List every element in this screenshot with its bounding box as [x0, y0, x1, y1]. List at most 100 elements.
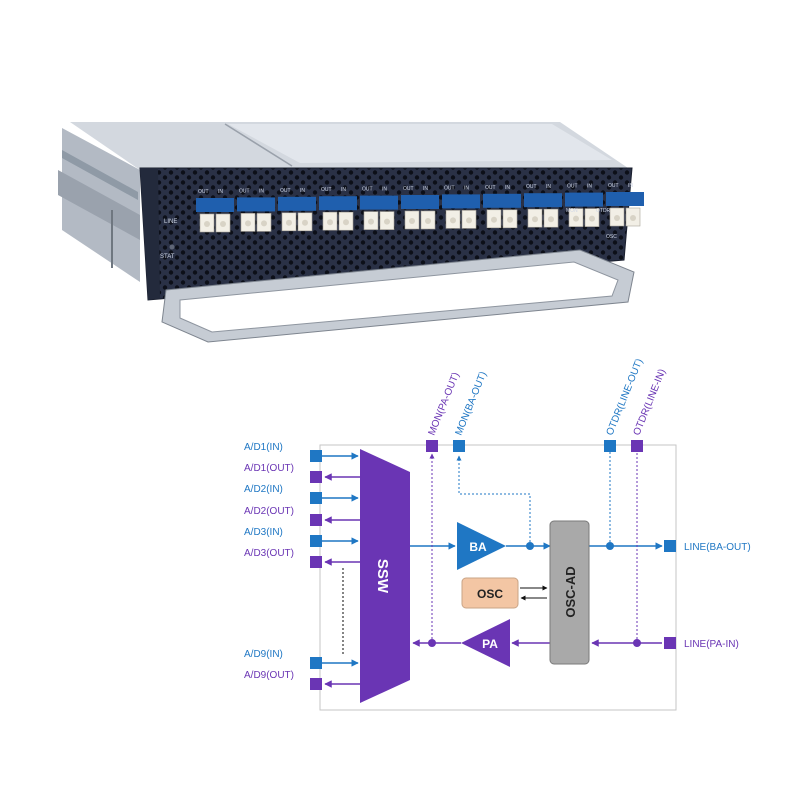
port-pair: OUT IN [524, 184, 562, 228]
side-rail [58, 170, 140, 240]
lc-adapter [442, 194, 480, 209]
left-port: A/D2(IN) [244, 484, 359, 504]
pa-amplifier [461, 619, 510, 667]
port-out-label: OUT [567, 184, 578, 190]
left-port: A/D3(OUT) [244, 548, 362, 568]
lc-adapter [401, 195, 439, 209]
right-label-line-ba-out: LINE(BA-OUT) [684, 542, 751, 553]
left-port-square [310, 678, 322, 690]
osc-block-label: OSC [477, 587, 503, 601]
ba-label: BA [469, 540, 487, 554]
otdr-line-out-port [604, 440, 616, 452]
port-out-label: OUT [321, 187, 332, 193]
port-in-label: IN [218, 189, 223, 195]
port-pair: OUT IN [237, 188, 275, 232]
left-port-square [310, 471, 322, 483]
left-port: A/D9(OUT) [244, 670, 362, 690]
line-label: LINE [164, 219, 177, 225]
port-pair: OUT IN [483, 185, 521, 229]
left-port: A/D1(IN) [244, 442, 359, 462]
port-out-label: OUT [198, 189, 209, 195]
port-in-label: IN [628, 183, 633, 189]
stat-led [169, 244, 175, 250]
lc-adapter [360, 195, 398, 210]
left-port-square [310, 657, 322, 669]
lc-adapter [483, 193, 521, 208]
left-port-square [310, 450, 322, 462]
ssw-label: SSW [374, 559, 391, 594]
lc-adapter [278, 196, 316, 211]
port-pair: OUT IN [196, 189, 234, 233]
port-pair: OUT IN [606, 183, 644, 227]
port-pair: OUT IN [319, 187, 357, 231]
line-pa-in-port [664, 637, 676, 649]
osc-block [461, 577, 519, 609]
mon-pa-out-port [426, 440, 438, 452]
port-out-label: OUT [485, 185, 496, 191]
osc-ad-label: OSC-AD [563, 566, 578, 617]
left-port-label: A/D3(IN) [244, 527, 283, 538]
port-in-label: IN [505, 185, 510, 191]
left-port-square [310, 492, 322, 504]
port-pair: OUT IN [360, 187, 398, 230]
port-pair: OUT IN [565, 184, 603, 227]
port-in-label: IN [546, 184, 551, 190]
left-port: A/D3(IN) [244, 527, 359, 547]
port-pair: OUT IN [278, 188, 316, 232]
mon-ba-out-port [453, 440, 465, 452]
left-port: A/D1(OUT) [244, 463, 362, 483]
line-ba-out-port [664, 540, 676, 552]
block-diagram: SSW A/D1(IN)A/D1(OUT)A/D2(IN)A/D2(OUT)A/… [244, 357, 751, 711]
port-in-label: IN [300, 188, 305, 194]
left-port-label: A/D1(OUT) [244, 463, 294, 474]
port-in-label: IN [382, 187, 387, 193]
diagram-frame [319, 444, 677, 711]
port-out-label: OUT [403, 186, 414, 192]
left-port-label: A/D1(IN) [244, 442, 283, 453]
lc-adapter [319, 196, 357, 211]
lc-adapter [524, 193, 562, 208]
port-in-label: IN [341, 187, 346, 193]
port-out-label: OUT [608, 183, 619, 189]
stat-label: STAT [160, 254, 175, 260]
port-out-label: OUT [526, 184, 537, 190]
port-out-label: OUT [362, 187, 373, 193]
left-port-label: A/D9(IN) [244, 649, 283, 660]
port-out-label: OUT [239, 188, 250, 194]
device-photo: OUT IN OUT IN OUT IN OUT IN OUT IN OUT IN OUT IN OUT IN… [58, 122, 644, 343]
ba-amplifier [457, 522, 506, 570]
lc-adapter [606, 192, 644, 206]
mon-label: MON [566, 208, 578, 214]
lc-adapter [196, 198, 234, 212]
port-pair: OUT IN [401, 186, 439, 230]
right-label-line-pa-in: LINE(PA-IN) [684, 639, 739, 650]
left-port-label: A/D2(OUT) [244, 506, 294, 517]
osc-label: OSC [606, 234, 617, 240]
port-pair: OUT IN [442, 185, 480, 229]
pa-label: PA [482, 637, 498, 651]
port-in-label: IN [587, 184, 592, 190]
port-in-label: IN [423, 186, 428, 192]
port-out-label: OUT [280, 188, 291, 194]
left-port-label: A/D3(OUT) [244, 548, 294, 559]
otdr-label: OTDR [596, 208, 611, 214]
lc-adapter [565, 192, 603, 207]
port-in-label: IN [259, 188, 264, 194]
left-port-square [310, 556, 322, 568]
left-port: A/D9(IN) [244, 649, 359, 669]
left-port-list: A/D1(IN) A/D1(OUT) A/D2(IN) A/D2(OUT) A/D3(I… [244, 442, 362, 690]
ssw-block [360, 449, 410, 703]
chassis-top-panel [228, 124, 612, 163]
port-out-label: OUT [444, 185, 455, 191]
left-port: A/D2(OUT) [244, 506, 362, 526]
left-port-square [310, 535, 322, 547]
port-row: OUT IN OUT IN OUT IN OUT IN OUT IN OUT IN OUT IN OUT IN… [196, 183, 644, 233]
left-port-label: A/D2(IN) [244, 484, 283, 495]
left-port-label: A/D9(OUT) [244, 670, 294, 681]
otdr-line-in-port [631, 440, 643, 452]
osc-ad-block [549, 520, 590, 665]
lc-adapter [237, 197, 275, 212]
left-port-square [310, 514, 322, 526]
port-in-label: IN [464, 185, 469, 191]
